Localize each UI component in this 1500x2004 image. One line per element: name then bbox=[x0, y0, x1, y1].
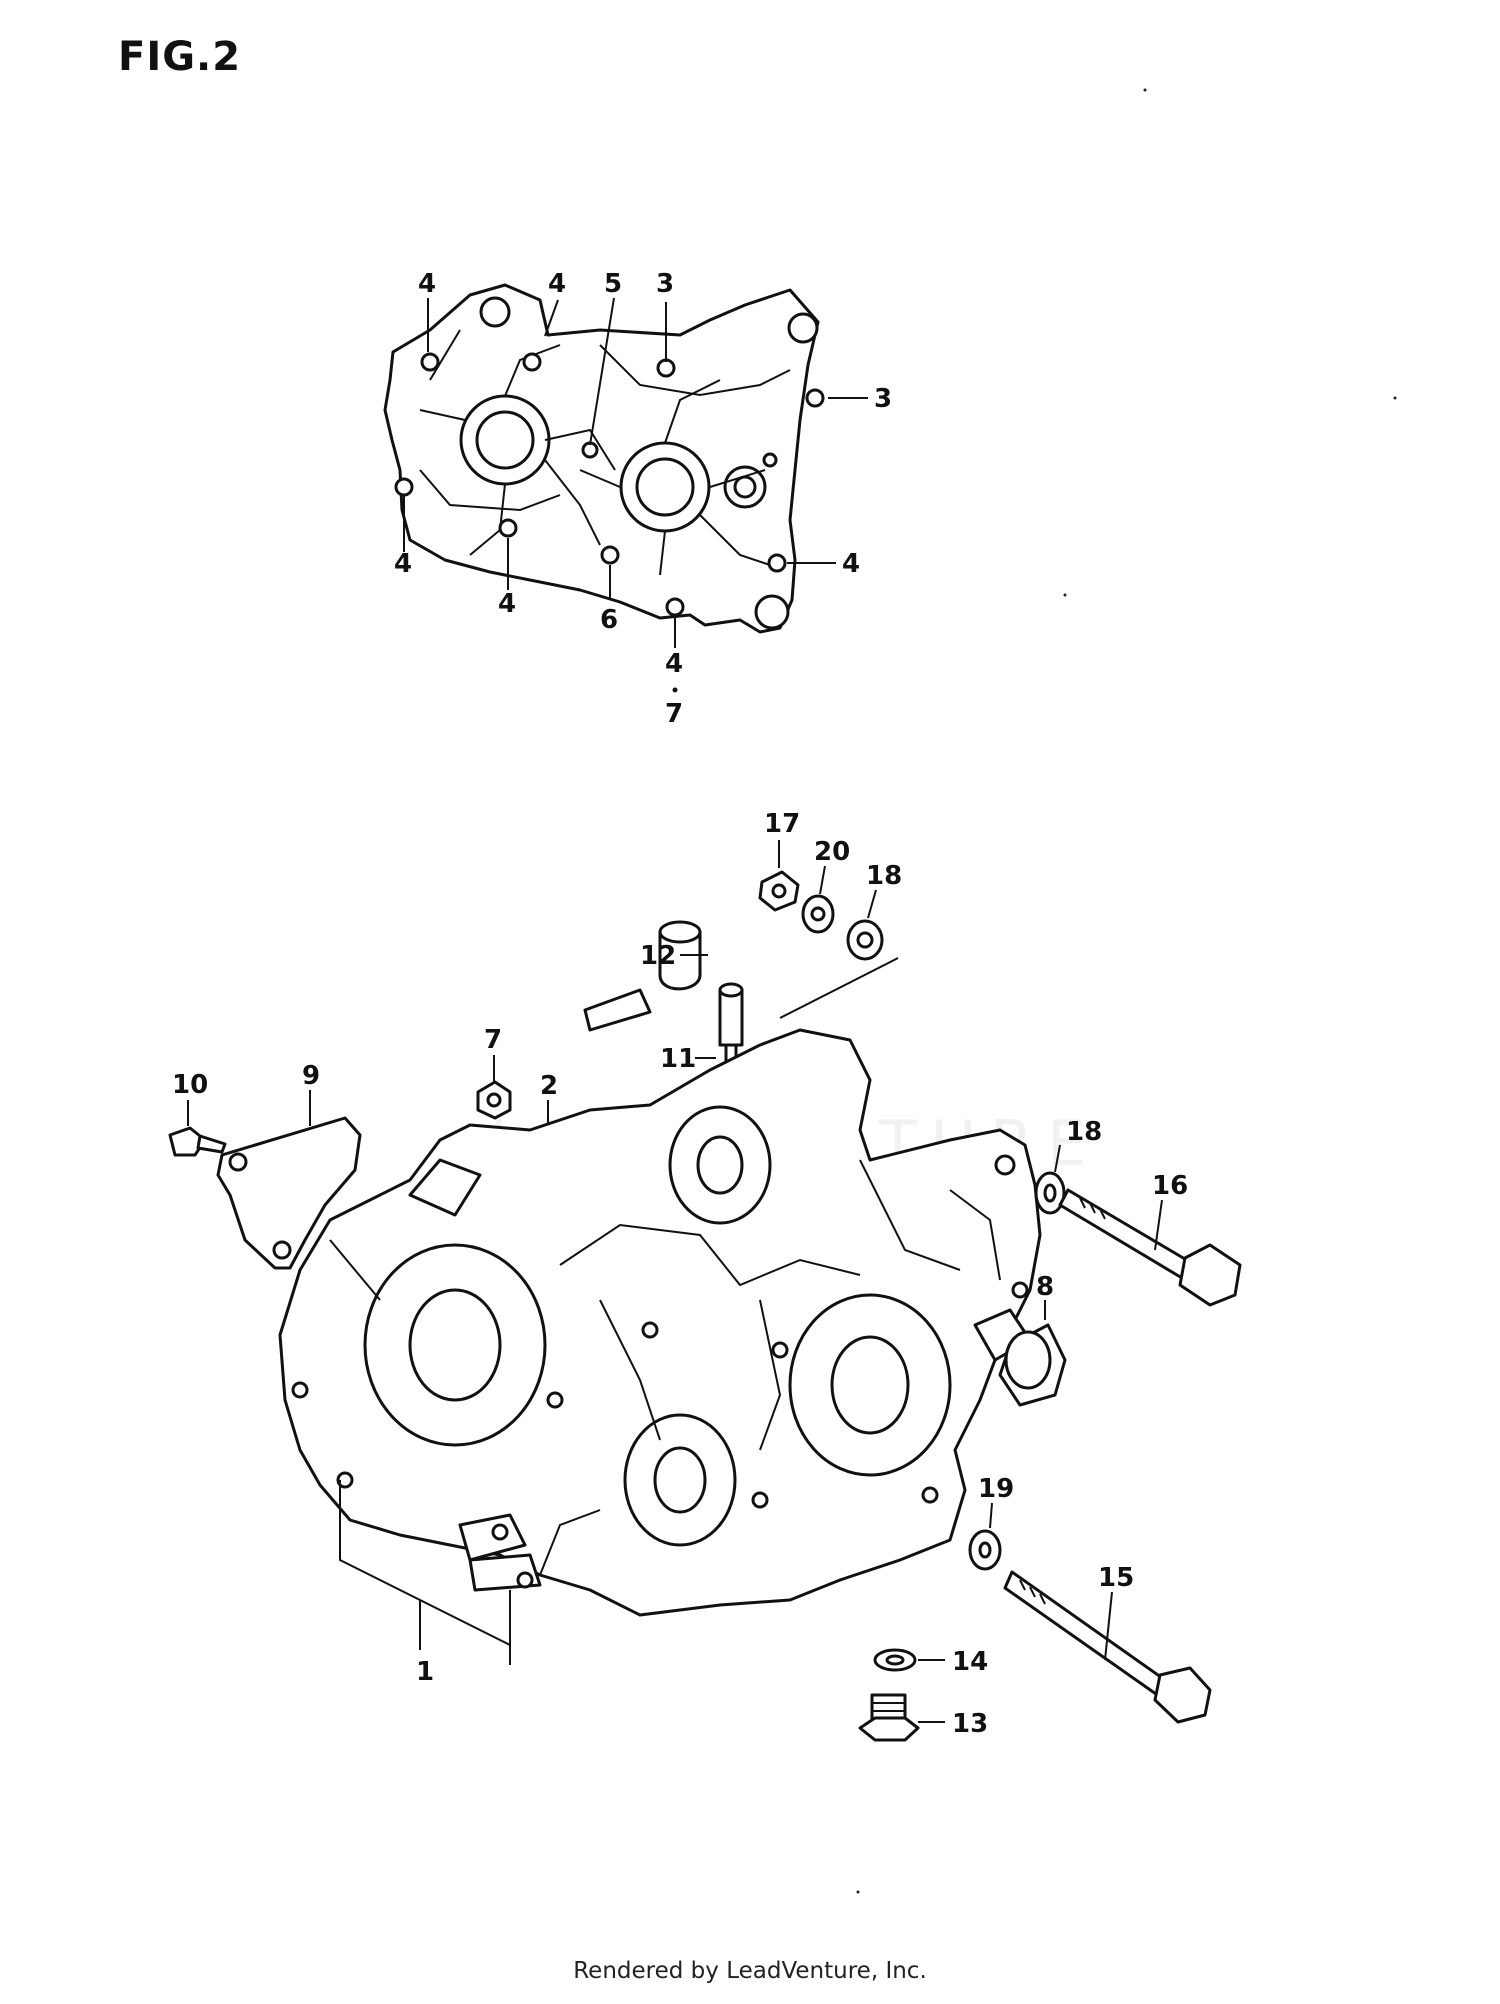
top-view-leader-lines bbox=[403, 297, 868, 648]
callout-4-right: 4 bbox=[842, 549, 860, 579]
callout-1-bracket bbox=[339, 1480, 511, 1665]
scan-speck bbox=[1143, 88, 1147, 92]
callout-15: 15 bbox=[1098, 1563, 1134, 1593]
bolt-16 bbox=[1058, 1188, 1242, 1307]
callout-9: 9 bbox=[302, 1061, 320, 1091]
callout-3-right: 3 bbox=[874, 384, 892, 414]
bolt-15 bbox=[1003, 1570, 1212, 1724]
nut-7 bbox=[476, 1080, 512, 1120]
washer-18-right bbox=[1034, 1171, 1066, 1215]
drain-plug-13 bbox=[858, 1693, 920, 1742]
figure-title: FIG.2 bbox=[118, 34, 242, 80]
callout-4-left: 4 bbox=[394, 549, 412, 579]
callout-14: 14 bbox=[952, 1647, 988, 1677]
callout-6-bottom: 6 bbox=[600, 605, 618, 635]
cover-plate-9 bbox=[216, 1116, 362, 1270]
screw-10 bbox=[168, 1126, 227, 1157]
callout-13: 13 bbox=[952, 1709, 988, 1739]
scan-speck bbox=[856, 1890, 860, 1894]
callout-7: 7 bbox=[484, 1025, 502, 1055]
callout-4-top: 4 bbox=[548, 269, 566, 299]
separator-dot bbox=[672, 687, 678, 693]
sleeve-12 bbox=[583, 920, 702, 1032]
callout-18-top: 18 bbox=[866, 861, 902, 891]
callout-8: 8 bbox=[1036, 1272, 1054, 1302]
callout-11: 11 bbox=[660, 1044, 696, 1074]
nut-17 bbox=[758, 870, 800, 912]
scan-speck bbox=[1393, 396, 1397, 400]
callout-19: 19 bbox=[978, 1474, 1014, 1504]
washer-20 bbox=[801, 894, 835, 934]
callout-5-top: 5 bbox=[604, 269, 622, 299]
callout-4-bottom: 4 bbox=[498, 589, 516, 619]
sealing-washer-14 bbox=[873, 1648, 917, 1672]
callout-18-right: 18 bbox=[1066, 1117, 1102, 1147]
callout-10: 10 bbox=[172, 1070, 208, 1100]
callout-12: 12 bbox=[640, 941, 676, 971]
callout-3-top: 3 bbox=[656, 269, 674, 299]
bushing-8 bbox=[998, 1323, 1067, 1407]
callout-1: 1 bbox=[416, 1657, 434, 1687]
callout-20: 20 bbox=[814, 837, 850, 867]
washer-19 bbox=[968, 1529, 1002, 1571]
callout-4-lower: 4 bbox=[665, 649, 683, 679]
callout-4-top-left: 4 bbox=[418, 269, 436, 299]
crankcase-half-inner-view bbox=[383, 283, 825, 634]
callout-7-lower: 7 bbox=[665, 699, 683, 729]
callout-17: 17 bbox=[764, 809, 800, 839]
washer-18-top bbox=[846, 919, 884, 961]
callout-16: 16 bbox=[1152, 1171, 1188, 1201]
callout-2: 2 bbox=[540, 1071, 558, 1101]
footer-credit: Rendered by LeadVenture, Inc. bbox=[573, 1958, 927, 1984]
scan-speck bbox=[1063, 593, 1067, 597]
